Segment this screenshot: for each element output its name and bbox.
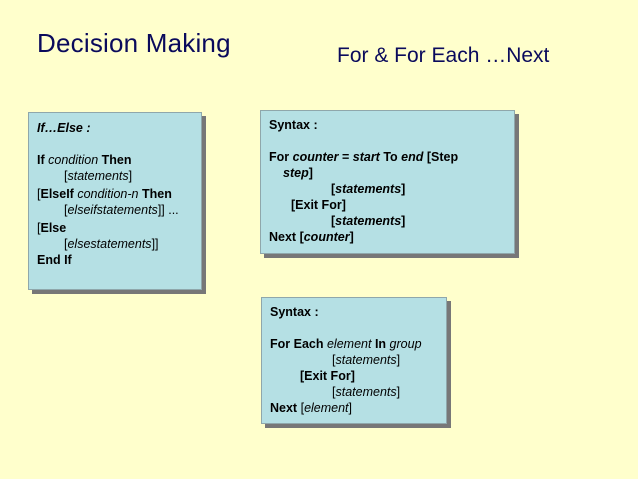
for-statements-line: [statements] xyxy=(269,181,506,197)
else-keyword: Else xyxy=(40,221,67,235)
next-counter: counter xyxy=(303,230,350,244)
elseif-then-keyword: Then xyxy=(141,187,172,201)
bracket-open: [ xyxy=(332,353,336,367)
for-end: end xyxy=(401,150,424,164)
bracket-open: [ xyxy=(331,182,336,196)
to-keyword: To xyxy=(383,150,398,164)
for-each-group: group xyxy=(389,337,422,351)
bracket-close: ] xyxy=(349,230,354,244)
for-each-next-keyword: Next xyxy=(270,401,298,415)
bracket-close: ] xyxy=(348,401,353,415)
bracket-close: ] xyxy=(401,214,406,228)
if-keyword: If xyxy=(37,153,45,167)
for-each-statements-line-2: [statements] xyxy=(270,384,438,400)
bracket-open: [ xyxy=(64,169,68,183)
for-statements-line-2: [statements] xyxy=(269,213,506,229)
bracket-close: ] xyxy=(396,353,401,367)
next-line: Next [counter] xyxy=(269,229,506,245)
slide-title: Decision Making xyxy=(37,28,231,58)
bracket-open: [ xyxy=(37,221,41,235)
for-each-exit-for-line: [Exit For] xyxy=(300,369,355,383)
bracket-open: [ xyxy=(332,385,336,399)
bracket-open: [ xyxy=(37,187,41,201)
bracket-close: ] xyxy=(308,166,313,180)
for-each-keyword: For Each xyxy=(270,337,324,351)
bracket-open: [ xyxy=(64,203,68,217)
exit-for-line: [Exit For] xyxy=(291,198,346,212)
for-counter: counter xyxy=(292,150,339,164)
for-each-syntax-box: Syntax : For Each element In group [stat… xyxy=(261,297,447,424)
for-statements-2: statements xyxy=(335,214,402,228)
bracket-open: [ xyxy=(300,401,305,415)
bracket-close: ]] xyxy=(151,237,159,251)
for-heading: Syntax : xyxy=(269,118,318,132)
bracket-close: ] xyxy=(401,182,406,196)
slide-subtitle: For & For Each …Next xyxy=(337,44,550,67)
if-condition: condition xyxy=(48,153,99,167)
elseif-statements: elseifstatements xyxy=(67,203,158,217)
if-line: If condition Then xyxy=(37,152,193,168)
if-statements-line: [statements] xyxy=(37,168,193,184)
for-each-next-line: Next [element] xyxy=(270,400,438,416)
else-statements-line: [elsestatements]] xyxy=(37,236,193,252)
for-each-next-element: element xyxy=(304,401,349,415)
for-statements: statements xyxy=(335,182,402,196)
bracket-close: ] xyxy=(396,385,401,399)
elseif-condition: condition-n xyxy=(77,187,139,201)
end-if-line: End If xyxy=(37,253,72,267)
for-step: step xyxy=(283,166,309,180)
for-each-line: For Each element In group xyxy=(270,336,438,352)
equals-sign: = xyxy=(341,150,350,164)
bracket-close: ] xyxy=(128,169,133,183)
bracket-open: [ xyxy=(64,237,68,251)
if-statements: statements xyxy=(67,169,129,183)
for-keyword: For xyxy=(269,150,290,164)
bracket-close: ]] ... xyxy=(157,203,179,217)
next-keyword: Next [ xyxy=(269,230,304,244)
for-each-statements-line: [statements] xyxy=(270,352,438,368)
bracket-open: [ xyxy=(331,214,336,228)
else-line: [Else xyxy=(37,220,193,236)
for-line: For counter = start To end [Step xyxy=(269,149,506,165)
then-keyword: Then xyxy=(101,153,132,167)
elseif-keyword: ElseIf xyxy=(40,187,74,201)
for-each-statements-2: statements xyxy=(335,385,397,399)
elseif-statements-line: [elseifstatements]] ... xyxy=(37,202,193,218)
elseif-line: [ElseIf condition-n Then xyxy=(37,186,193,202)
step-open: [Step xyxy=(426,150,459,164)
for-each-element: element xyxy=(326,337,372,351)
for-each-statements: statements xyxy=(335,353,397,367)
step-line: step] xyxy=(269,165,506,181)
in-keyword: In xyxy=(374,337,387,351)
for-next-syntax-box: Syntax : For counter = start To end [Ste… xyxy=(260,110,515,254)
if-else-heading: If…Else : xyxy=(37,121,91,135)
if-else-syntax-box: If…Else : If condition Then [statements]… xyxy=(28,112,202,290)
for-start: start xyxy=(352,150,380,164)
else-statements: elsestatements xyxy=(67,237,152,251)
for-each-heading: Syntax : xyxy=(270,305,319,319)
